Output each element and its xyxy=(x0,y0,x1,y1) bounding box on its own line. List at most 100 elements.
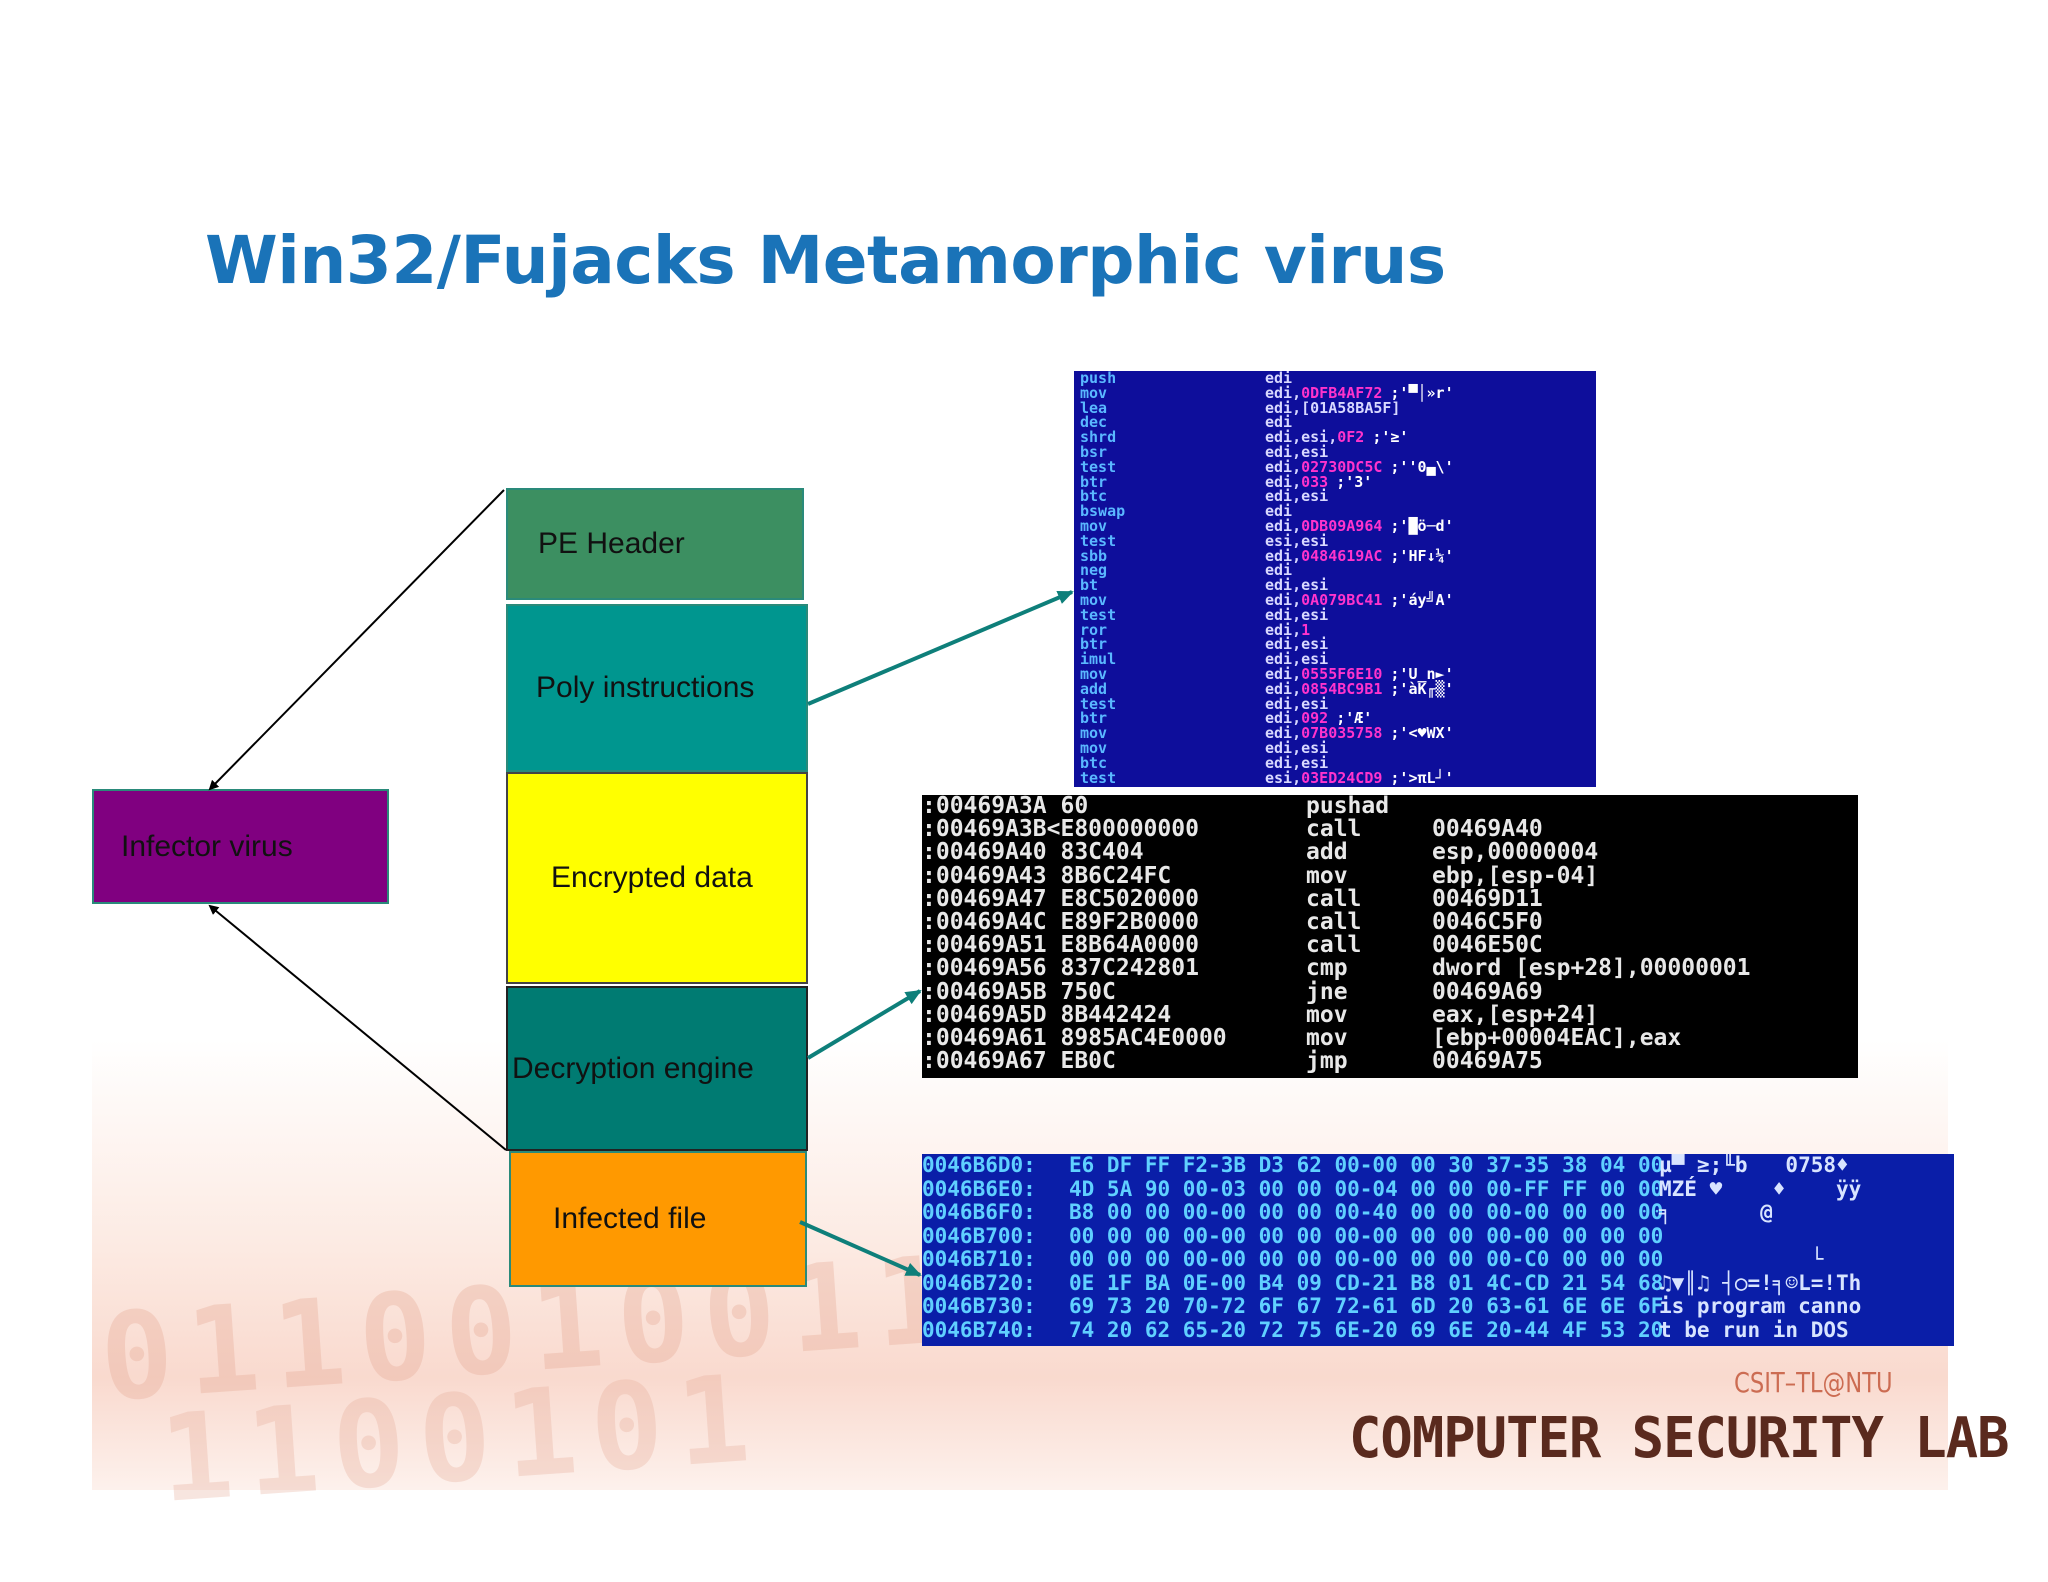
asm-opcode: btr xyxy=(1080,472,1108,491)
asm-opcode: bt xyxy=(1080,576,1099,595)
arrow-pe-to-infector xyxy=(208,489,505,791)
asm-opcode: test xyxy=(1080,605,1117,624)
asm-immediate: 07B035758 xyxy=(1301,724,1383,743)
asm-opcode: mov xyxy=(1080,664,1108,683)
asm-mnemonic: add xyxy=(1306,839,1348,866)
asm-line: test edi,esi xyxy=(1074,605,1596,624)
asm-comment: ;'U_n►' xyxy=(1390,664,1454,683)
hex-ascii: └ xyxy=(1659,1247,1824,1271)
asm-mnemonic: jmp xyxy=(1306,1048,1348,1075)
hex-line: 0046B720:0E 1F BA 0E-00 B4 09 CD-21 B8 0… xyxy=(922,1270,1954,1296)
pe-header-label: PE Header xyxy=(538,527,685,560)
poly-instructions-label: Poly instructions xyxy=(536,671,755,704)
asm-operand: edi,esi xyxy=(1265,442,1329,461)
hex-bytes: B8 00 00 00-00 00 00 00-40 00 00 00-00 0… xyxy=(1069,1200,1664,1224)
hex-ascii: µ▀ ≥;╙b 0758♦ xyxy=(1659,1154,1849,1177)
asm-operand: edi, xyxy=(1265,664,1302,683)
asm-opcode: ror xyxy=(1080,620,1108,639)
arrow-poly-to-disassembly xyxy=(807,590,1074,706)
asm-operand: edi xyxy=(1265,371,1293,387)
slide-title: Win32/Fujacks Metamorphic virus xyxy=(205,222,1446,299)
asm-immediate: 0854BC9B1 xyxy=(1301,679,1383,698)
asm-immediate: 0555F6E10 xyxy=(1301,664,1383,683)
asm-opcode: btr xyxy=(1080,709,1108,728)
asm-operands: 00469A69 xyxy=(1432,978,1543,1005)
hex-address: 0046B710: xyxy=(922,1247,1036,1271)
asm-opcode: test xyxy=(1080,531,1117,550)
hex-ascii: MZÉ ♥ ♦ ÿÿ xyxy=(1659,1176,1862,1201)
asm-operands: dword [esp+28],00000001 xyxy=(1432,955,1751,982)
asm-opcode: test xyxy=(1080,694,1117,713)
poly-instructions-block: Poly instructions xyxy=(506,604,808,772)
asm-comment: ;'Æ' xyxy=(1336,709,1373,728)
asm-opcode: mov xyxy=(1080,383,1108,402)
infected-file-label: Infected file xyxy=(553,1202,707,1235)
asm-mnemonic: call xyxy=(1306,932,1362,959)
asm-immediate: 0F2 xyxy=(1337,428,1365,447)
asm-opcode: push xyxy=(1080,371,1117,387)
asm-line: test esi,esi xyxy=(1074,531,1596,550)
asm-operand: edi, xyxy=(1265,516,1302,535)
asm-opcode: lea xyxy=(1080,398,1108,417)
asm-comment: ;'>πL┘' xyxy=(1390,768,1454,787)
asm-comment: ;'3' xyxy=(1336,472,1373,491)
asm-operand: edi,esi xyxy=(1265,576,1329,595)
asm-operands: esp,00000004 xyxy=(1432,839,1599,866)
asm-operands: 00469A40 xyxy=(1432,816,1543,843)
asm-operand: edi, xyxy=(1265,457,1302,476)
asm-opcode: btc xyxy=(1080,487,1108,506)
asm-opcode: bsr xyxy=(1080,442,1108,461)
hex-address: 0046B6F0: xyxy=(922,1200,1036,1224)
asm-immediate: 0484619AC xyxy=(1301,546,1383,565)
asm-operand: edi, xyxy=(1265,709,1302,728)
asm-operands: 00469A75 xyxy=(1432,1048,1543,1075)
asm-immediate: 033 xyxy=(1301,472,1329,491)
hex-bytes: 4D 5A 90 00-03 00 00 00-04 00 00 00-FF F… xyxy=(1069,1176,1664,1201)
asm-address-bytes: :00469A5B 750C xyxy=(922,978,1116,1005)
asm-operand: edi,esi xyxy=(1265,605,1329,624)
asm-comment: ;'HF↓¼' xyxy=(1390,546,1454,565)
asm-comment: ;'▀│»r' xyxy=(1390,383,1454,402)
asm-address-bytes: :00469A4C E89F2B0000 xyxy=(922,908,1199,935)
hex-bytes: 00 00 00 00-00 00 00 00-00 00 00 00-C0 0… xyxy=(1069,1247,1664,1271)
asm-line: bsr edi,esi xyxy=(1074,445,1596,460)
hex-bytes: 0E 1F BA 0E-00 B4 09 CD-21 B8 01 4C-CD 2… xyxy=(1069,1270,1664,1295)
encrypted-data-block: Encrypted data xyxy=(506,772,808,984)
asm-immediate: 03ED24CD9 xyxy=(1301,768,1383,787)
asm-operand: edi,esi xyxy=(1265,650,1329,669)
asm-opcode: dec xyxy=(1080,413,1108,432)
hex-bytes: 00 00 00 00-00 00 00 00-00 00 00 00-00 0… xyxy=(1069,1223,1664,1248)
encrypted-data-label: Encrypted data xyxy=(551,861,753,894)
asm-line: bt edi,esi xyxy=(1074,578,1596,593)
asm-line: btc edi,esi xyxy=(1074,489,1596,504)
asm-address-bytes: :00469A61 8985AC4E0000 xyxy=(922,1024,1227,1051)
asm-operand: edi, xyxy=(1265,679,1302,698)
hex-line: 0046B700:00 00 00 00-00 00 00 00-00 00 0… xyxy=(922,1223,1954,1249)
asm-operand: edi,esi xyxy=(1265,738,1329,757)
asm-operand: edi,esi xyxy=(1265,487,1329,506)
asm-operand: esi,esi xyxy=(1265,531,1329,550)
asm-opcode: mov xyxy=(1080,590,1108,609)
hex-ascii: is program canno xyxy=(1659,1294,1862,1318)
asm-opcode: add xyxy=(1080,679,1108,698)
